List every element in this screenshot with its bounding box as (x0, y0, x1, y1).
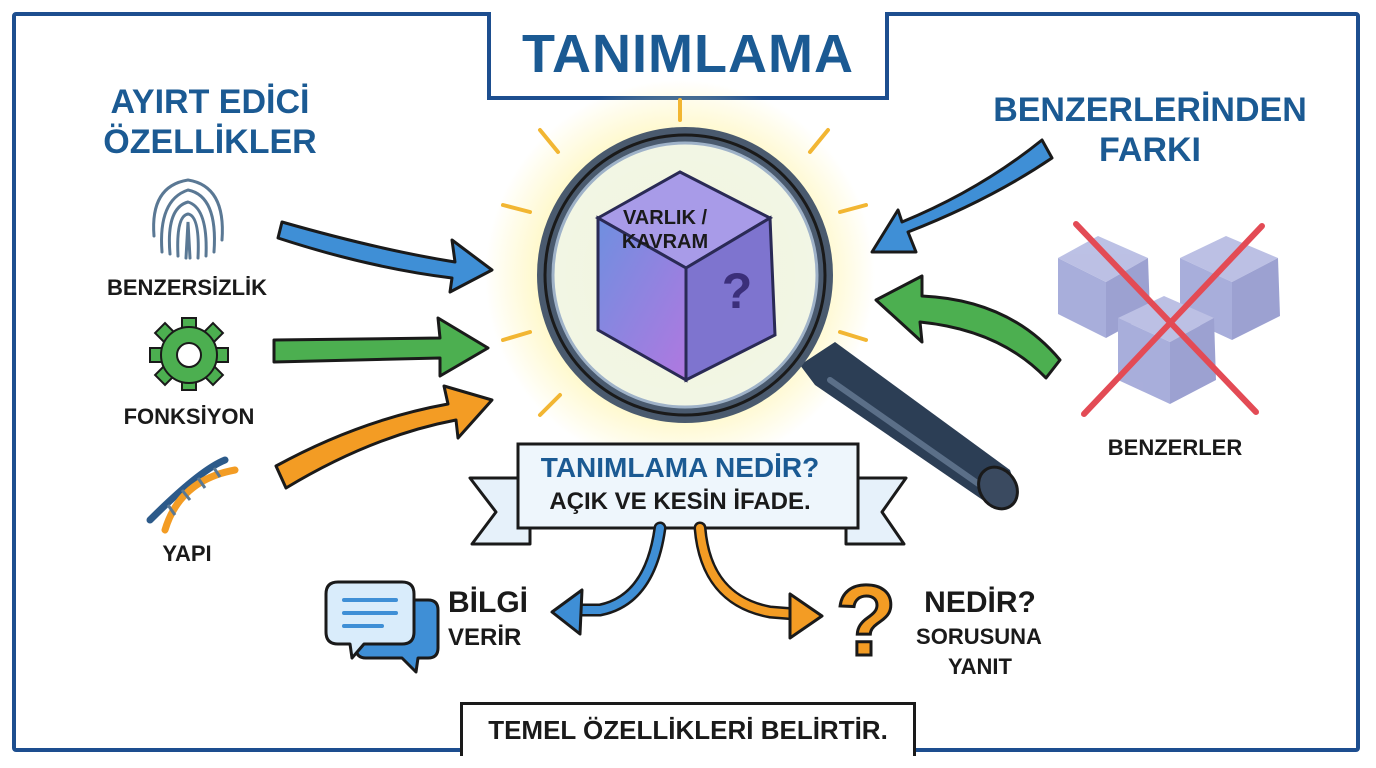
cross-mark-icon (1073, 221, 1265, 417)
right-heading: BENZERLERİNDEN FARKI (990, 90, 1310, 170)
ribbon-title: TANIMLAMA NEDİR? (540, 452, 820, 483)
cube-label-line2: KAVRAM (621, 231, 709, 253)
right-heading-line2: FARKI (1099, 131, 1201, 169)
curve-arrow-orange (693, 521, 824, 640)
arrow-green-right (874, 274, 1062, 380)
arrow-orange-left (274, 384, 494, 490)
cube-label-line1: VARLIK / (622, 207, 708, 229)
feature-label-function: FONKSİYON (123, 404, 255, 429)
question-mark-icon: ? (834, 565, 898, 678)
feature-label-structure: YAPI (162, 541, 212, 566)
left-heading-line2: ÖZELLİKLER (103, 123, 317, 161)
magnifier-handle (800, 342, 1019, 511)
speech-bubble-icon (324, 580, 440, 674)
cube-question-mark: ? (721, 263, 753, 319)
glow-rays (501, 98, 868, 417)
left-heading: AYIRT EDİCİ ÖZELLİKLER (90, 82, 330, 162)
ribbon-banner (468, 442, 908, 546)
gear-icon (149, 317, 229, 391)
cube-label: VARLIK / KAVRAM (610, 206, 720, 254)
right-heading-line1: BENZERLERİNDEN (993, 91, 1307, 129)
bottom-statement-box: TEMEL ÖZELLİKLERİ BELİRTİR. (460, 702, 916, 756)
fingerprint-icon (152, 178, 224, 260)
bottom-statement: TEMEL ÖZELLİKLERİ BELİRTİR. (488, 715, 888, 745)
arrow-blue-right (870, 138, 1054, 254)
output-right-line1: NEDİR? (924, 586, 1036, 619)
similars-label: BENZERLER (1107, 435, 1243, 460)
curve-arrow-blue (550, 521, 667, 636)
output-left-line2: VERİR (448, 624, 522, 651)
output-right-line2: SORUSUNA (916, 624, 1042, 649)
ribbon-subtitle: AÇIK VE KESİN İFADE. (549, 488, 811, 515)
left-heading-line1: AYIRT EDİCİ (110, 83, 310, 121)
dna-icon (146, 456, 239, 534)
arrow-green-left (272, 316, 490, 378)
output-left-line1: BİLGİ (448, 586, 528, 619)
page-title: TANIMLAMA (522, 24, 854, 84)
cube-icon (594, 170, 777, 383)
feature-label-uniqueness: BENZERSİZLİK (106, 275, 268, 300)
output-right-line3: YANIT (948, 654, 1012, 679)
arrow-blue-left (276, 220, 494, 294)
